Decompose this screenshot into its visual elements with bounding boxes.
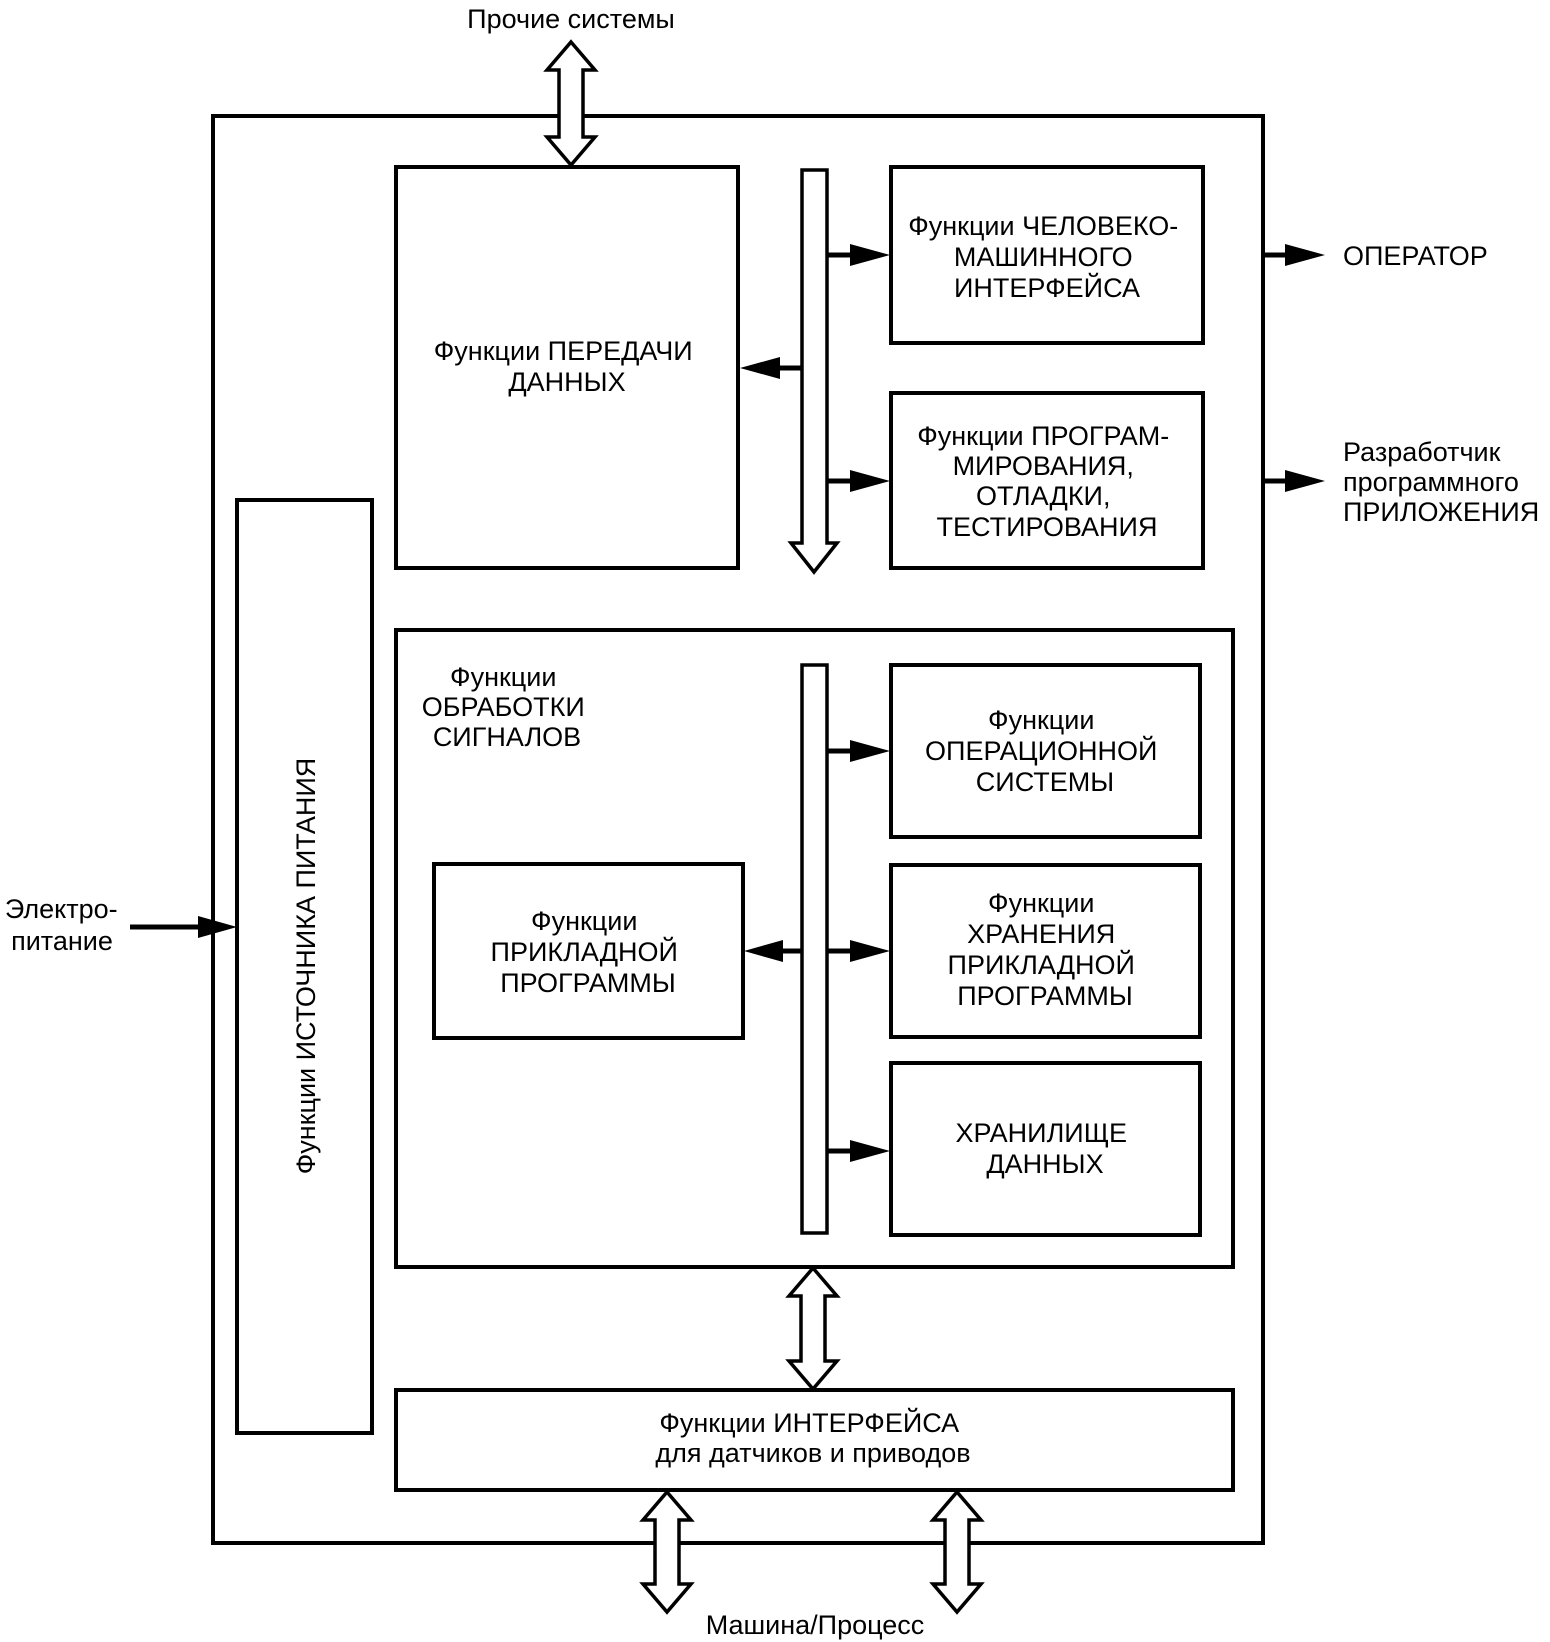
double-arrow-machine-right-icon xyxy=(929,1489,985,1615)
double-arrow-machine-left-icon xyxy=(639,1489,695,1615)
block-data-transfer-label: Функции ПЕРЕДАЧИ ДАННЫХ xyxy=(434,336,700,397)
block-programming-label: Функции ПРОГРАМ- МИРОВАНИЯ, ОТЛАДКИ, ТЕС… xyxy=(917,421,1177,542)
arrow-to-developer-icon xyxy=(1285,470,1325,492)
block-application-label: Функции ПРИКЛАДНОЙ ПРОГРАММЫ xyxy=(491,906,686,998)
block-data-storage-label: ХРАНИЛИЩЕ ДАННЫХ xyxy=(955,1118,1134,1179)
arrow-to-power-supply-icon xyxy=(198,916,237,938)
label-power-input: Электро- питание xyxy=(5,894,125,956)
block-power-supply xyxy=(235,498,374,1435)
arrow-to-os-icon xyxy=(850,740,890,762)
arrow-to-app-storage-icon xyxy=(850,940,890,962)
arrow-to-data-transfer-icon xyxy=(740,357,780,379)
block-data-transfer xyxy=(394,165,740,570)
double-arrow-other-systems-icon xyxy=(543,39,599,168)
arrow-to-application-icon xyxy=(744,940,783,962)
block-sensor-interface xyxy=(394,1388,1235,1492)
label-developer: Разработчик программного ПРИЛОЖЕНИЯ xyxy=(1343,437,1539,527)
block-app-storage xyxy=(889,863,1202,1039)
lower-bus xyxy=(800,663,829,1235)
arrow-to-operator-icon xyxy=(1285,244,1325,266)
block-data-storage xyxy=(889,1061,1202,1237)
label-machine-process: Машина/Процесс xyxy=(706,1610,925,1640)
block-signal-processing-label: Функции ОБРАБОТКИ СИГНАЛОВ xyxy=(422,662,593,752)
label-other-systems: Прочие системы xyxy=(467,4,675,34)
block-operating-system-label: Функции ОПЕРАЦИОННОЙ СИСТЕМЫ xyxy=(925,705,1165,797)
block-app-storage-label: Функции ХРАНЕНИЯ ПРИКЛАДНОЙ ПРОГРАММЫ xyxy=(948,888,1143,1011)
block-operating-system xyxy=(889,663,1202,839)
arrow-to-hmi-icon xyxy=(850,244,890,266)
arrow-to-programming-icon xyxy=(850,470,890,492)
label-operator: ОПЕРАТОР xyxy=(1343,241,1488,271)
block-application xyxy=(432,862,745,1040)
block-hmi-label: Функции ЧЕЛОВЕКО- МАШИННОГО ИНТЕРФЕЙСА xyxy=(908,211,1186,303)
block-hmi xyxy=(889,165,1205,345)
block-power-supply-label: Функции ИСТОЧНИКА ПИТАНИЯ xyxy=(291,758,321,1175)
upper-bus xyxy=(787,168,841,575)
arrow-to-data-storage-icon xyxy=(850,1140,890,1162)
block-sensor-interface-label: Функции ИНТЕРФЕЙСА для датчиков и привод… xyxy=(655,1407,970,1468)
block-programming xyxy=(889,391,1205,570)
